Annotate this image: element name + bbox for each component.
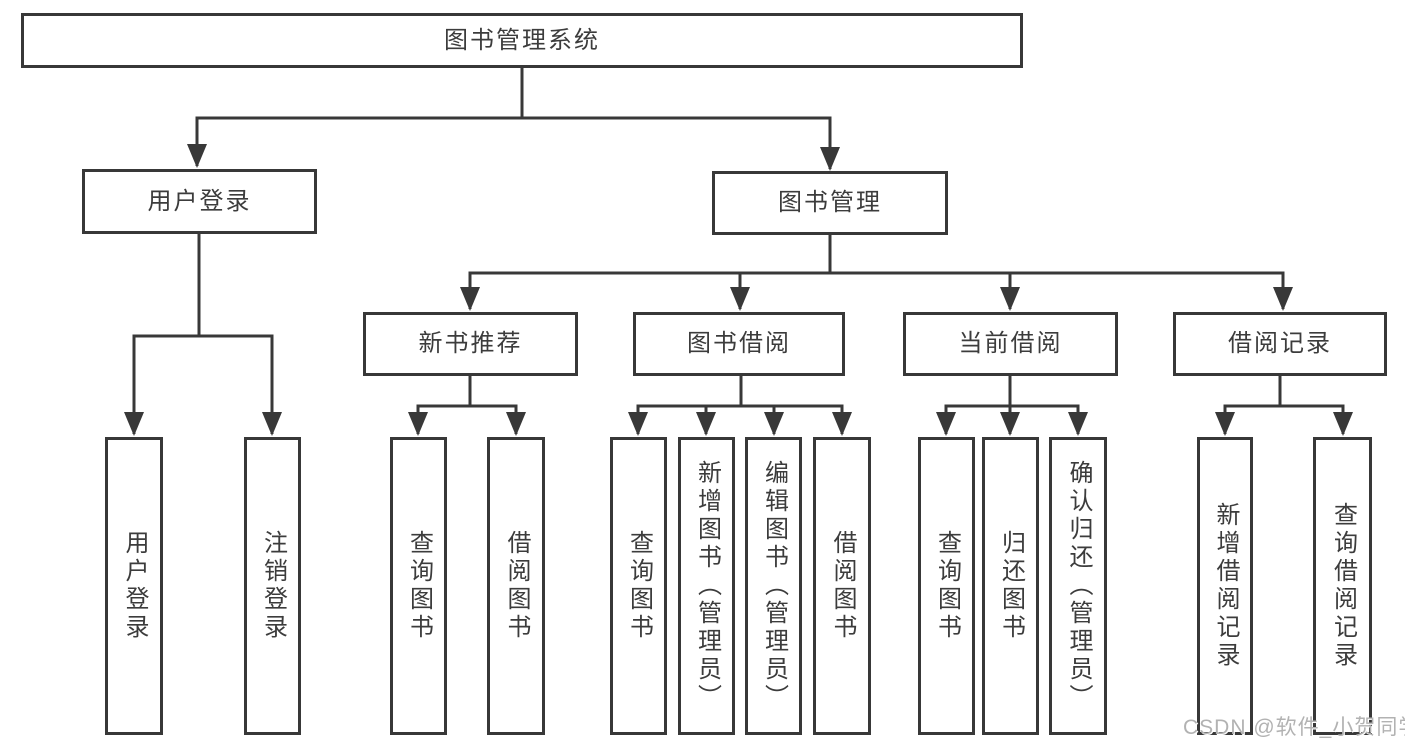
node-library-system-label: 图书管理系统 (444, 26, 600, 54)
leaf-add-book-admin-label: 新增图书（管理员） (693, 460, 721, 712)
leaf-borrow-books-borrowing: 借阅图书 (813, 437, 871, 735)
leaf-add-borrow-record: 新增借阅记录 (1197, 437, 1253, 735)
node-book-management-label: 图书管理 (778, 189, 882, 216)
leaf-return-books-label: 归还图书 (997, 530, 1025, 642)
node-book-management: 图书管理 (712, 171, 948, 235)
connector-paths (132, 68, 1345, 434)
leaf-user-login-label: 用户登录 (121, 530, 148, 642)
leaf-query-books-current-label: 查询图书 (933, 530, 961, 642)
leaf-query-books-current: 查询图书 (918, 437, 975, 735)
node-new-book-recommend: 新书推荐 (363, 312, 578, 376)
leaf-logout-label: 注销登录 (259, 530, 287, 642)
leaf-query-borrow-record-label: 查询借阅记录 (1329, 502, 1357, 670)
leaf-query-borrow-record: 查询借阅记录 (1313, 437, 1372, 735)
leaf-return-books: 归还图书 (982, 437, 1039, 735)
leaf-query-books-recommend: 查询图书 (390, 437, 447, 735)
leaf-edit-book-admin-label: 编辑图书（管理员） (760, 460, 788, 712)
leaf-borrow-books-borrowing-label: 借阅图书 (829, 530, 856, 642)
node-current-borrowing: 当前借阅 (903, 312, 1118, 376)
leaf-query-books-recommend-label: 查询图书 (405, 530, 433, 642)
leaf-add-borrow-record-label: 新增借阅记录 (1212, 502, 1239, 670)
leaf-edit-book-admin: 编辑图书（管理员） (745, 437, 802, 735)
node-user-login-module-label: 用户登录 (147, 187, 252, 215)
node-current-borrowing-label: 当前借阅 (958, 330, 1063, 357)
leaf-borrow-books-recommend-label: 借阅图书 (503, 530, 530, 642)
leaf-confirm-return-admin: 确认归还（管理员） (1049, 437, 1107, 735)
node-new-book-recommend-label: 新书推荐 (418, 330, 523, 357)
node-book-borrowing-label: 图书借阅 (687, 330, 791, 357)
node-user-login-module: 用户登录 (82, 169, 317, 234)
arrowheads (124, 144, 1353, 436)
watermark: CSDN @软件_小贺同学 (1183, 716, 1405, 739)
node-borrowing-records-label: 借阅记录 (1228, 330, 1332, 357)
leaf-query-books-borrowing: 查询图书 (610, 437, 667, 735)
leaf-borrow-books-recommend: 借阅图书 (487, 437, 545, 735)
leaf-add-book-admin: 新增图书（管理员） (678, 437, 735, 735)
leaf-confirm-return-admin-label: 确认归还（管理员） (1065, 460, 1092, 712)
node-library-system: 图书管理系统 (21, 13, 1023, 68)
leaf-user-login: 用户登录 (105, 437, 163, 735)
node-borrowing-records: 借阅记录 (1173, 312, 1387, 376)
node-book-borrowing: 图书借阅 (633, 312, 845, 376)
leaf-query-books-borrowing-label: 查询图书 (625, 530, 653, 642)
leaf-logout: 注销登录 (244, 437, 301, 735)
